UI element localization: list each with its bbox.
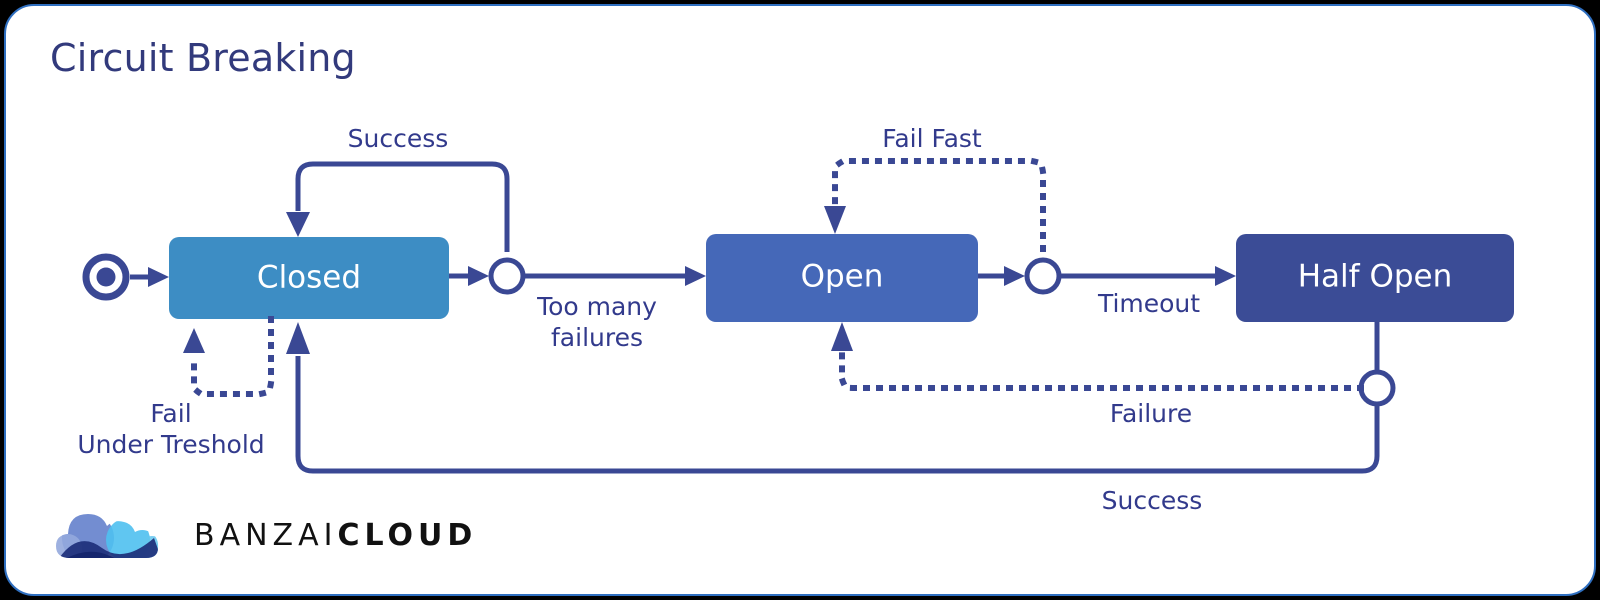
edge-initial-to-closed — [130, 267, 169, 287]
label-too-many: Too many — [536, 292, 657, 321]
logo-text-banzai: BANZAI — [194, 517, 338, 553]
state-half-open[interactable]: Half Open — [1236, 234, 1514, 322]
svg-text:Closed: Closed — [257, 260, 361, 296]
logo-wordmark: BANZAICLOUD — [194, 518, 477, 553]
label-success-top: Success — [348, 124, 449, 153]
label-failure: Failure — [1110, 399, 1192, 428]
edge-too-many-failures — [523, 266, 706, 286]
banzai-cloud-logo: BANZAICLOUD — [54, 504, 477, 566]
page-title: Circuit Breaking — [50, 36, 356, 80]
junction-closed-out — [488, 257, 526, 295]
label-fail: Fail — [150, 399, 191, 428]
edge-failure — [831, 322, 1364, 391]
edge-timeout — [1059, 266, 1236, 286]
logo-text-cloud: CLOUD — [337, 517, 478, 553]
junction-halfopen-bottom — [1358, 369, 1396, 407]
diagram-card: Circuit Breaking Success Closed Fail — [4, 4, 1596, 596]
state-closed[interactable]: Closed — [169, 237, 449, 319]
edge-closed-to-junction — [449, 266, 489, 286]
edge-open-to-junction — [978, 266, 1025, 286]
initial-state-marker — [82, 253, 130, 301]
edge-success-return — [286, 322, 1380, 474]
state-open[interactable]: Open — [706, 234, 978, 322]
edge-success-closed — [286, 161, 510, 252]
svg-text:Half Open: Half Open — [1298, 259, 1453, 295]
edge-fail-fast — [824, 158, 1046, 252]
label-under-treshold: Under Treshold — [77, 430, 264, 459]
label-fail-fast: Fail Fast — [882, 124, 982, 153]
svg-text:Open: Open — [801, 259, 884, 295]
edge-fail-under-treshold — [183, 316, 274, 397]
cloud-logo-icon — [56, 514, 159, 558]
state-machine-diagram: Success Closed Fail Under Treshold Too m… — [77, 124, 1514, 515]
label-timeout: Timeout — [1097, 289, 1200, 318]
label-failures: failures — [551, 323, 643, 352]
label-success-bottom: Success — [1102, 486, 1203, 515]
junction-open-out — [1024, 257, 1062, 295]
